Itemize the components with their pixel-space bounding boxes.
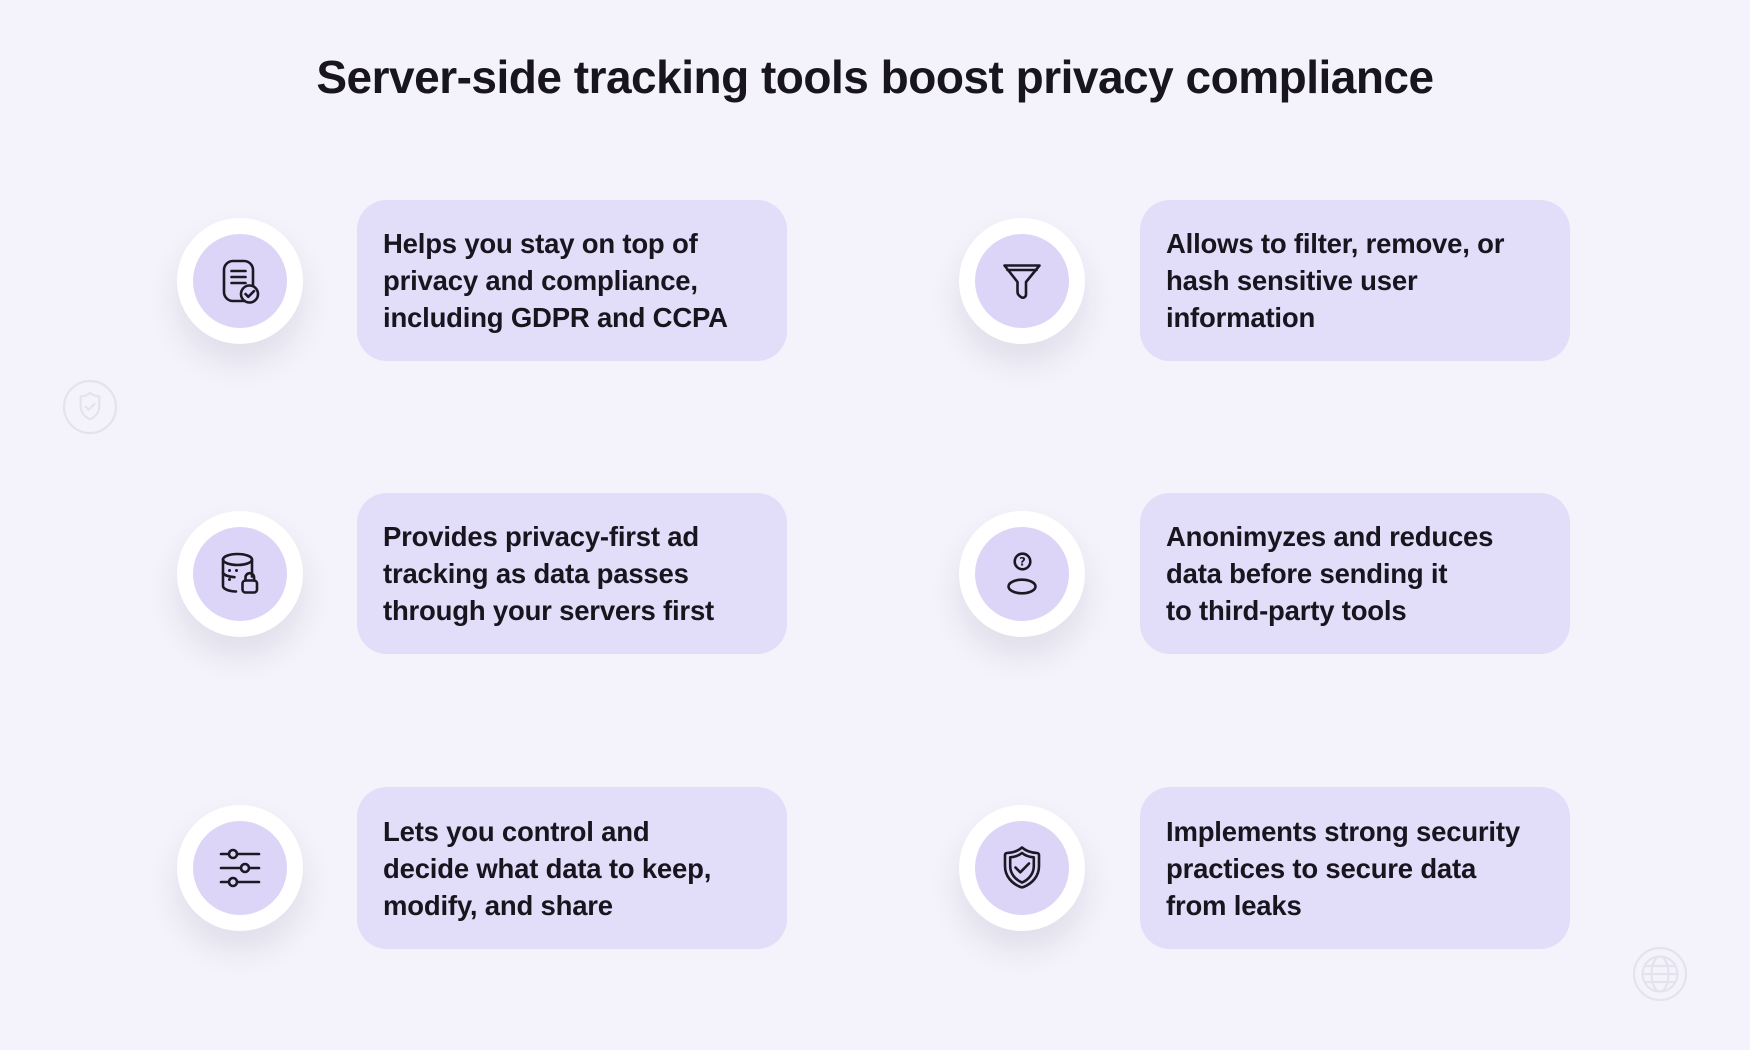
feature-card: Anonimyzes and reduces data before sendi… <box>1140 493 1570 654</box>
icon-circle <box>975 234 1069 328</box>
feature-filter-data <box>959 218 1085 344</box>
icon-circle: ? <box>975 527 1069 621</box>
feature-text: Lets you control and decide what data to… <box>383 815 712 921</box>
feature-data-control <box>177 805 303 931</box>
icon-circle <box>975 821 1069 915</box>
icon-badge <box>177 511 303 637</box>
page-title: Server-side tracking tools boost privacy… <box>316 51 1434 103</box>
data-sliders-icon <box>219 848 261 888</box>
feature-card: Helps you stay on top of privacy and com… <box>357 200 787 361</box>
icon-badge <box>959 805 1085 931</box>
icon-badge: ? <box>959 511 1085 637</box>
database-lock-icon <box>221 552 259 594</box>
feature-text: Provides privacy-first ad tracking as da… <box>383 521 714 626</box>
icon-badge <box>959 218 1085 344</box>
feature-text: Helps you stay on top of privacy and com… <box>383 228 728 333</box>
shield-check-icon <box>1003 846 1041 889</box>
feature-anonymize-data: ? <box>959 511 1085 637</box>
feature-card: Implements strong security practices to … <box>1140 787 1570 949</box>
feature-gdpr-compliance <box>177 218 303 344</box>
feature-text: Anonimyzes and reduces data before sendi… <box>1166 521 1494 626</box>
feature-server-tracking <box>177 511 303 637</box>
icon-circle <box>193 527 287 621</box>
filter-funnel-icon <box>1003 264 1041 299</box>
globe-watermark-icon <box>1632 946 1688 1002</box>
icon-badge <box>177 805 303 931</box>
shield-watermark-icon <box>62 379 118 435</box>
feature-security-practices <box>959 805 1085 931</box>
anonymous-user-icon: ? <box>1007 552 1037 595</box>
icon-badge <box>177 218 303 344</box>
icon-circle <box>193 821 287 915</box>
feature-text: Allows to filter, remove, or hash sensit… <box>1166 228 1505 333</box>
feature-text: Implements strong security practices to … <box>1166 815 1520 921</box>
feature-card: Provides privacy-first ad tracking as da… <box>357 493 787 654</box>
feature-card: Allows to filter, remove, or hash sensit… <box>1140 200 1570 361</box>
svg-text:?: ? <box>1019 555 1026 569</box>
document-check-icon <box>222 259 260 304</box>
icon-circle <box>193 234 287 328</box>
feature-card: Lets you control and decide what data to… <box>357 787 787 949</box>
